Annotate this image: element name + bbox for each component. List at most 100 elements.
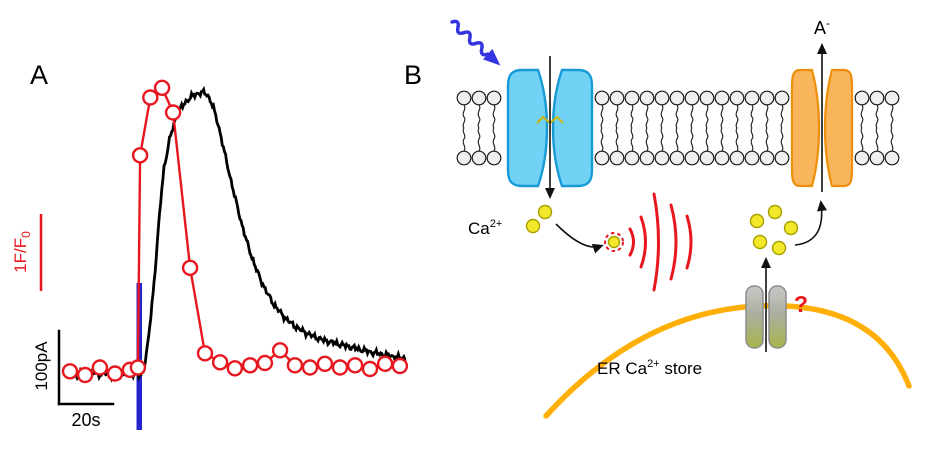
calcium-ion xyxy=(752,234,768,250)
fluorescence-marker xyxy=(211,354,229,371)
lipid-tail xyxy=(615,127,619,152)
lipid-tail xyxy=(720,104,724,129)
lipid-head xyxy=(486,150,502,166)
lipid-tail xyxy=(765,104,769,129)
lipid-tail xyxy=(645,127,649,152)
wave-arc xyxy=(652,192,660,292)
wave-arc xyxy=(639,215,647,269)
fluorescence-marker xyxy=(391,357,409,375)
lipid-head xyxy=(729,90,745,106)
traces xyxy=(61,79,409,430)
calcium-ion xyxy=(749,213,765,229)
lipid-tail xyxy=(890,127,894,152)
calcium-microdomain xyxy=(604,232,624,252)
fluorescence-marker xyxy=(226,360,244,377)
wave-arc xyxy=(628,227,635,257)
current-axis-label: 100pA xyxy=(32,341,51,391)
fluorescence-marker xyxy=(91,359,109,376)
lipid-head xyxy=(869,90,885,106)
lipid-head xyxy=(714,150,730,166)
fluorescence-marker xyxy=(131,147,149,164)
lipid-tail xyxy=(660,104,664,129)
lipid-tail xyxy=(780,127,784,152)
fluorescence-marker xyxy=(241,357,259,374)
lipid-head xyxy=(744,90,760,106)
lipid-head xyxy=(684,90,700,106)
lipid-tail xyxy=(660,127,664,152)
lipid-head xyxy=(486,90,502,106)
fluorescence-marker xyxy=(316,355,334,372)
lipid-head xyxy=(729,150,745,166)
fluorescence-marker xyxy=(106,365,124,382)
lipid-tail xyxy=(765,127,769,152)
calcium-ion xyxy=(771,240,787,256)
fluorescence-marker xyxy=(181,259,199,276)
lipid-head xyxy=(456,150,472,166)
lipid-head xyxy=(669,90,685,106)
lipid-head xyxy=(639,150,655,166)
wave-arc xyxy=(669,203,678,281)
calcium-binding-arrow xyxy=(555,223,604,254)
lipid-tail xyxy=(600,127,604,152)
lipid-head xyxy=(869,150,885,166)
lipid-head xyxy=(624,90,640,106)
lipid-head xyxy=(744,150,760,166)
anion-channel xyxy=(790,68,854,188)
fluorescence-marker xyxy=(361,360,379,378)
lipid-tail xyxy=(492,127,496,152)
lipid-head xyxy=(654,90,670,106)
fluorescence-marker xyxy=(164,104,182,121)
lipid-tail xyxy=(630,104,634,129)
er-channel-left-subunit xyxy=(745,285,764,349)
fluorescence-marker xyxy=(271,342,289,359)
lipid-tail xyxy=(735,104,739,129)
lipid-tail xyxy=(750,104,754,129)
calcium-ion xyxy=(537,204,553,220)
lipid-head xyxy=(594,90,610,106)
calcium-to-anion-channel-arrow xyxy=(794,200,827,246)
lipid-tail xyxy=(477,104,481,129)
calcium-wave-signal-icon xyxy=(628,192,693,292)
calcium-ion xyxy=(783,220,799,236)
light-stimulus-arrow xyxy=(450,19,501,66)
lipid-tail xyxy=(860,127,864,152)
lipid-head xyxy=(624,150,640,166)
light-arrowhead-icon xyxy=(482,48,501,66)
lipid-tail xyxy=(477,127,481,152)
lipid-tail xyxy=(875,127,879,152)
lipid-head xyxy=(774,150,790,166)
panel-a-label: A xyxy=(30,60,48,90)
panel-a: A 1F/F0 100pA 20s xyxy=(11,60,409,430)
calcium-label: Ca2+ xyxy=(468,218,502,238)
lipid-tail xyxy=(462,104,466,129)
er-store-label-sup: 2+ xyxy=(647,358,660,370)
current-trace xyxy=(63,85,407,383)
lipid-head xyxy=(854,90,870,106)
light-wavy-line xyxy=(450,19,490,57)
fluorescence-marker xyxy=(256,354,274,372)
lipid-tail xyxy=(735,127,739,152)
fluorescence-marker xyxy=(142,89,159,106)
fluorescence-marker xyxy=(286,357,304,374)
lipid-tail xyxy=(875,104,879,129)
lipid-tail xyxy=(600,104,604,129)
fluorescence-marker xyxy=(76,366,94,384)
released-calcium-ions xyxy=(749,204,799,256)
fluorescence-axis-label-main: 1F/F xyxy=(11,238,30,273)
calcium-ions xyxy=(525,204,553,234)
fluorescence-axis-label: 1F/F0 xyxy=(11,231,33,273)
lipid-tail xyxy=(750,127,754,152)
lipid-head xyxy=(854,150,870,166)
lipid-tail xyxy=(890,104,894,129)
lipid-tail xyxy=(675,127,679,152)
fluorescence-marker xyxy=(331,359,349,376)
lipid-head xyxy=(639,90,655,106)
anion-label-sup: - xyxy=(826,16,830,30)
lipid-head xyxy=(471,150,487,166)
anion-channel-right-half xyxy=(823,68,854,188)
lipid-head xyxy=(456,90,472,106)
lipid-head xyxy=(759,150,775,166)
fluorescence-marker xyxy=(301,359,319,376)
